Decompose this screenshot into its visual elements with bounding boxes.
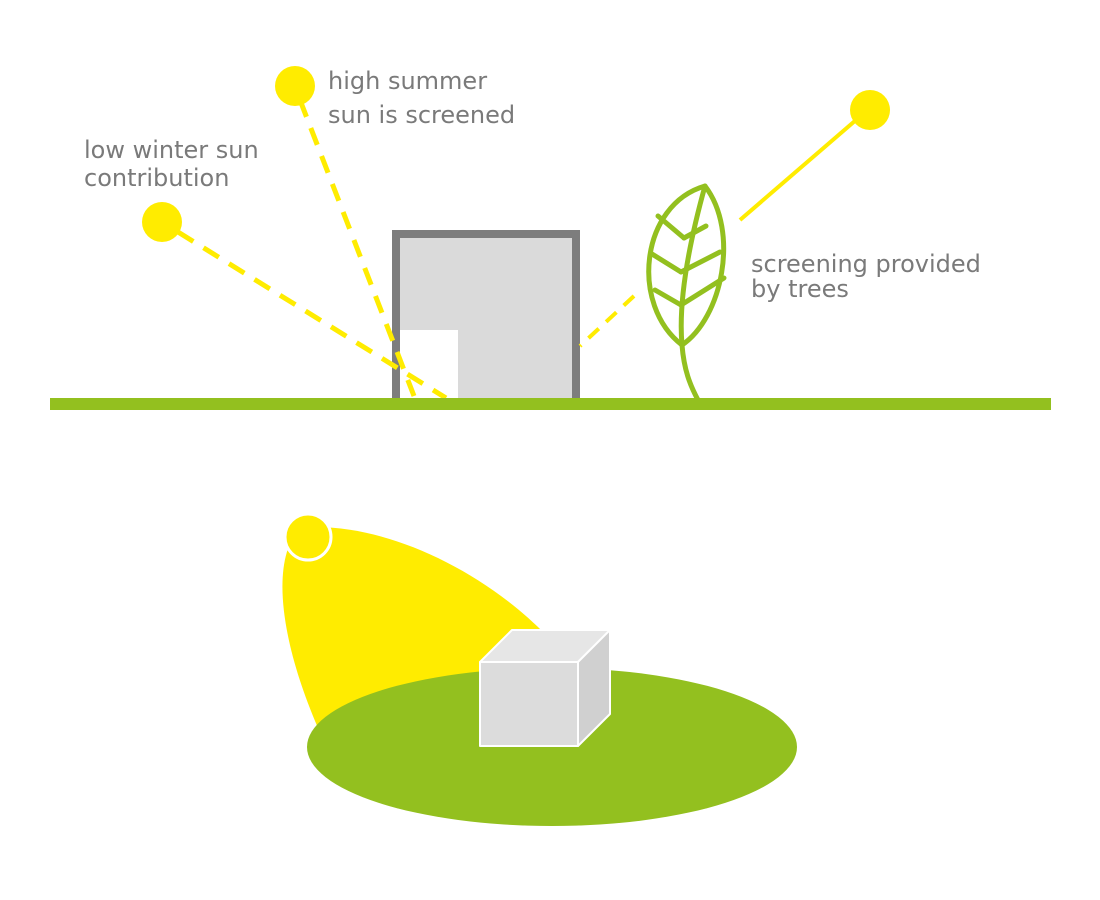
summer-sun-icon xyxy=(275,66,315,106)
perspective-section xyxy=(282,512,797,826)
cube-front xyxy=(479,661,579,747)
winter-sun-label-line-1: low winter sun xyxy=(84,136,259,164)
winter-sun-label: low winter sun contribution xyxy=(84,136,259,192)
tree-screened-ray xyxy=(738,118,858,222)
cube-building-icon xyxy=(479,629,611,747)
building-section-icon xyxy=(392,230,580,400)
elevation-section xyxy=(50,66,1051,410)
sun-icon xyxy=(283,512,333,562)
summer-sun-right-icon xyxy=(850,90,890,130)
winter-sun-icon xyxy=(142,202,182,242)
winter-sun-ray xyxy=(176,229,448,401)
sunlit-floor-patch xyxy=(400,330,458,400)
summer-sun-label: high summer sun is screened xyxy=(328,64,515,132)
tree-screening-label-line-1: screening provided xyxy=(751,250,981,278)
tree-screened-ray-dashed xyxy=(578,294,636,348)
summer-sun-label-line-2: sun is screened xyxy=(328,101,516,129)
summer-sun-ray xyxy=(297,99,417,397)
tree-screening-label-line-2: by trees xyxy=(751,275,849,303)
summer-sun-label-line-1: high summer xyxy=(328,67,488,95)
tree-screening-label: screening provided by trees xyxy=(751,252,981,302)
ground-line xyxy=(50,398,1051,410)
winter-sun-label-line-2: contribution xyxy=(84,164,230,192)
leaf-tree-icon xyxy=(646,183,727,403)
